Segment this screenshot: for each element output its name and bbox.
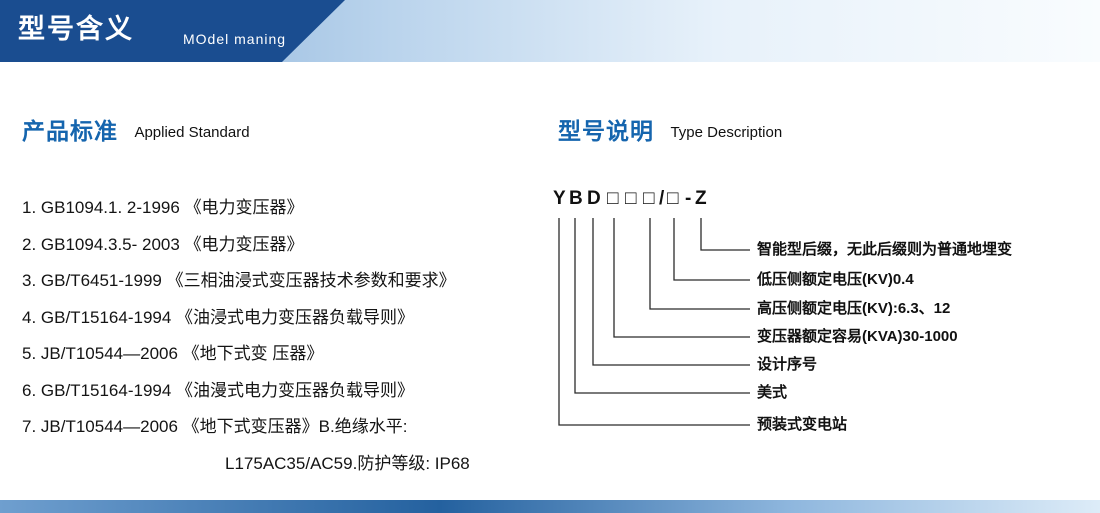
standard-item: 3. GB/T6451-1999 《三相油浸式变压器技术参数和要求》 [22,271,456,290]
applied-standard-title-en: Applied Standard [134,124,250,141]
page-title: 型号含义 [18,14,134,44]
diagram-connector-lines [558,218,750,426]
standards-list: 1. GB1094.1. 2-1996 《电力变压器》 2. GB1094.3.… [22,190,470,482]
header-ribbon: 型号含义 MOdel maning [0,0,345,62]
standard-item: 6. GB/T15164-1994 《油漫式电力变压器负载导则》 [22,380,415,400]
page-subtitle: MOdel maning [183,31,287,47]
model-placeholder-box: □ [643,188,655,209]
model-code: Y B D □ □ □ / □ - Z [545,188,1100,214]
model-char: Y [553,188,566,209]
model-char: / [659,188,665,209]
applied-standard-heading: 产品标准 Applied Standard [22,112,250,146]
standard-item: 2. GB1094.3.5- 2003 《电力变压器》 [22,234,304,254]
diagram-label-design-serial: 设计序号 [757,356,818,373]
bottom-decorative-bar [0,500,1100,513]
model-naming-diagram: Y B D □ □ □ / □ - Z 智能型后缀，无此后缀则为普通地埋变 低压… [545,188,1100,458]
type-description-title-en: Type Description [670,124,783,141]
model-placeholder-box: □ [625,188,637,209]
model-char: B [569,188,583,209]
model-char: D [587,188,601,209]
type-description-title-cn: 型号说明 [558,118,654,144]
diagram-label-smart-suffix: 智能型后缀，无此后缀则为普通地埋变 [757,241,1013,258]
standard-item: 7. JB/T10544—2006 《地下式变压器》B.绝缘水平: [22,417,408,436]
diagram-label-rated-capacity: 变压器额定容易(KVA)30-1000 [757,328,958,345]
standard-item: 4. GB/T15164-1994 《油浸式电力变压器负载导则》 [22,307,415,327]
diagram-label-american-style: 美式 [757,384,788,401]
standard-item: 1. GB1094.1. 2-1996 《电力变压器》 [22,198,304,217]
page-header: 型号含义 MOdel maning [0,0,1100,62]
model-placeholder-box: □ [607,188,619,209]
diagram-label-lv-voltage: 低压侧额定电压(KV)0.4 [757,271,914,288]
standard-item-continuation: L175AC35/AC59.防护等级: IP68 [225,453,470,473]
diagram-label-prefab-substation: 预装式变电站 [757,416,848,433]
standard-item: 5. JB/T10544—2006 《地下式变 压器》 [22,344,324,363]
model-char: - [685,188,692,209]
applied-standard-title-cn: 产品标准 [22,118,118,144]
type-description-heading: 型号说明 Type Description [558,112,782,146]
model-placeholder-box: □ [667,188,679,209]
model-char: Z [695,188,707,209]
diagram-label-hv-voltage: 高压侧额定电压(KV):6.3、12 [757,300,951,317]
